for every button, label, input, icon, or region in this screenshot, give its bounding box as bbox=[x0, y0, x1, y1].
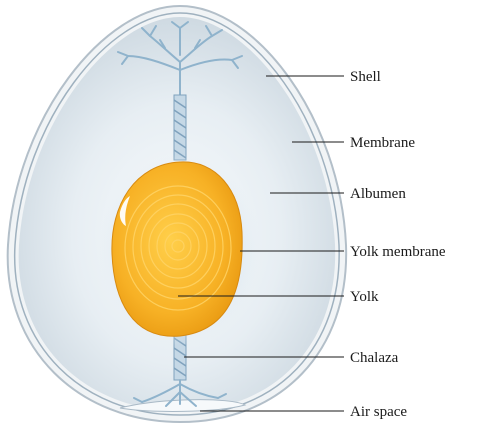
chalaza-label: Chalaza bbox=[350, 350, 399, 366]
yolk-label: Yolk bbox=[350, 289, 379, 305]
yolk-membrane-label: Yolk membrane bbox=[350, 244, 446, 260]
air-space-label: Air space bbox=[350, 404, 407, 420]
membrane-label: Membrane bbox=[350, 135, 415, 151]
albumen-label: Albumen bbox=[350, 186, 406, 202]
shell-label: Shell bbox=[350, 69, 381, 85]
chalaza-top-cord bbox=[174, 95, 186, 160]
